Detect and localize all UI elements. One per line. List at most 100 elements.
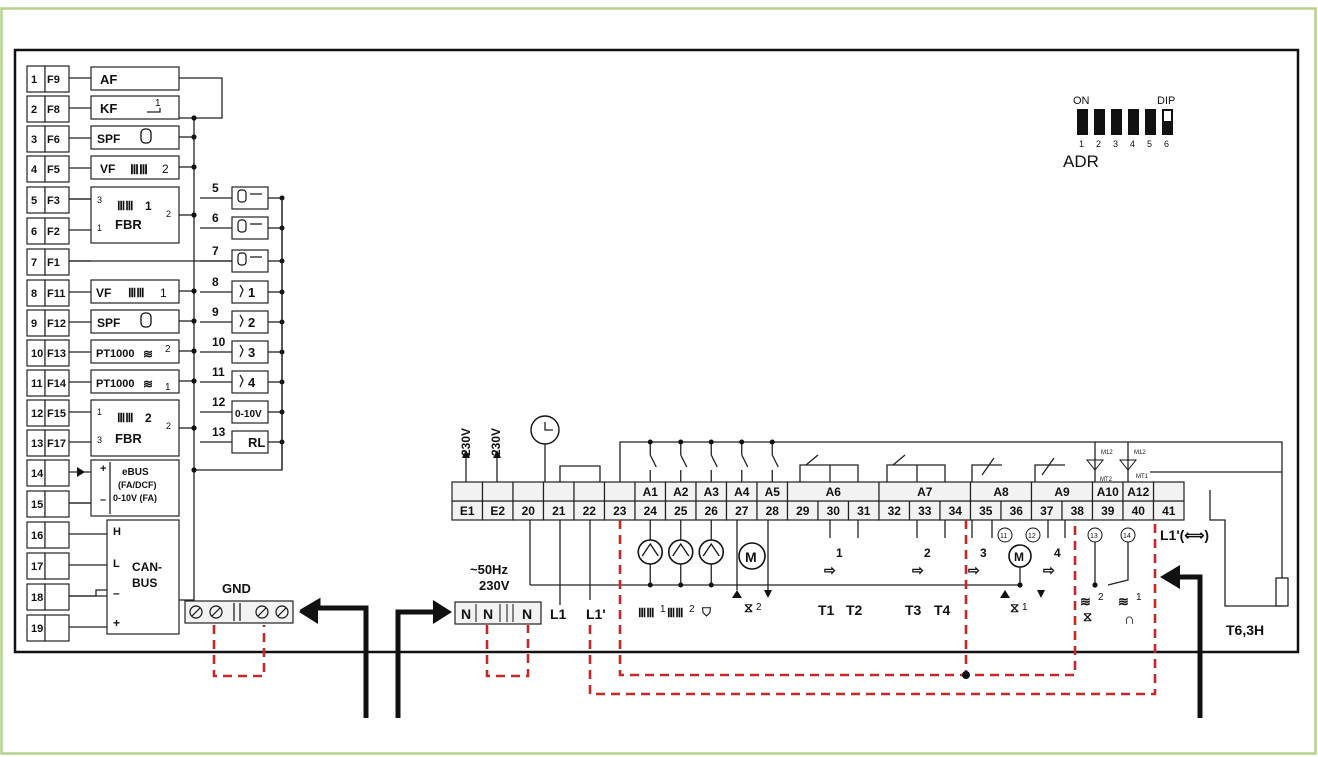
- terminal-14-ref: 14: [1123, 533, 1131, 540]
- sensor-spf: SPF: [97, 132, 120, 146]
- dip-switch-number: 6: [1164, 139, 1169, 149]
- sensor-af: AF: [100, 72, 117, 87]
- tank-icon: [237, 252, 247, 266]
- t3-label: T3: [905, 602, 922, 618]
- mains-supply: 230V 230V ~50Hz 230V N N N L1 L1': [395, 415, 1022, 718]
- fbr-pin-right: 2: [166, 209, 171, 219]
- input-terminal-number: 6: [212, 211, 219, 225]
- relay-output-icon: ⇨: [824, 562, 836, 578]
- terminal-36: 36: [1010, 504, 1024, 518]
- l1-prime-label: L1': [586, 606, 606, 622]
- mixer-valve-icon: ⧖: [1010, 600, 1019, 615]
- arrow-down-icon: [1037, 590, 1045, 598]
- output-relays: M12 M12 MT2 MT1 T6,3H L1'(⟺): [619, 439, 1289, 638]
- left-terminal-function: F1: [47, 257, 60, 269]
- left-terminal-function: F15: [47, 408, 66, 420]
- terminal-13-ref: 13: [1090, 533, 1098, 540]
- arrow-icon: [1160, 565, 1180, 589]
- terminal-40: 40: [1132, 504, 1146, 518]
- output-group-label: A7: [917, 485, 933, 499]
- adr-label: ADR: [1063, 152, 1099, 171]
- left-terminal-number: 11: [31, 378, 43, 390]
- mixer-number: 2: [756, 602, 762, 613]
- terminal-24: 24: [644, 504, 658, 518]
- tank-icon: [237, 189, 247, 203]
- terminal-26: 26: [705, 504, 719, 518]
- dip-label: DIP: [1157, 95, 1175, 107]
- arrow-up-icon: [732, 590, 742, 598]
- terminal-34: 34: [949, 504, 963, 518]
- fbr2-pin-bottom: 3: [97, 435, 102, 445]
- tap-icon: ⛉: [701, 605, 712, 619]
- input-terminal-label: 0-10V: [235, 409, 262, 420]
- terminal-20: 20: [522, 504, 536, 518]
- left-terminal-number: 15: [31, 499, 43, 511]
- left-terminal-function: F11: [47, 288, 65, 300]
- mains-voltage: 230V: [479, 578, 510, 593]
- mixer-motor-icon: [738, 542, 766, 570]
- heating-circuit-2: 2: [689, 604, 695, 615]
- terminal-38: 38: [1071, 504, 1085, 518]
- tank-icon: [140, 128, 152, 144]
- tank-icon: [237, 219, 247, 233]
- arrow-down-icon: [764, 590, 772, 598]
- left-terminal-function: F6: [47, 134, 60, 146]
- input-terminal-label: 2: [248, 315, 255, 330]
- radiator-icon: ⅢⅢ: [130, 162, 148, 177]
- sensor-spf2: SPF: [97, 316, 120, 330]
- l1-prime-direction: L1'(⟺): [1160, 527, 1209, 543]
- canbus-l: L: [113, 558, 120, 570]
- left-terminal-function: F9: [47, 74, 60, 86]
- relay-output-icon: ⇨: [912, 562, 924, 578]
- left-terminal-number: 5: [31, 195, 37, 207]
- terminal-39: 39: [1101, 504, 1115, 518]
- neutral-terminal-1: N: [461, 606, 471, 622]
- radiator-icon: ⅢⅢ: [117, 199, 134, 213]
- output-group-label: A9: [1054, 485, 1070, 499]
- sensor-pt1000-a: PT1000: [96, 348, 135, 360]
- terminal-41: 41: [1162, 504, 1176, 518]
- fbr2-pin-right: 2: [166, 421, 171, 431]
- input-terminal-label: 1: [248, 285, 255, 300]
- fuse-icon: [1275, 577, 1289, 607]
- solar-collector-icon: ≋: [143, 347, 153, 361]
- left-terminal-number: 1: [31, 74, 37, 86]
- output-group-label: A4: [734, 485, 750, 499]
- output-group-label: A6: [826, 485, 842, 499]
- sensor-vf2: VF: [96, 286, 111, 300]
- mains-frequency: ~50Hz: [470, 562, 508, 577]
- solar-collector-icon: ≋: [1080, 594, 1091, 609]
- solar-collector-icon: ≋: [1118, 594, 1129, 609]
- terminal-12-ref: 12: [1028, 533, 1036, 540]
- neutral-terminal-2: N: [483, 606, 493, 622]
- fbr2-circuit-number: 2: [145, 411, 152, 425]
- left-terminal-number: 12: [31, 408, 43, 420]
- motor-letter: M: [745, 549, 757, 565]
- canbus-label-2: BUS: [132, 576, 157, 590]
- fbr-circuit-number: 1: [145, 199, 152, 213]
- relay-1-label: 1: [836, 546, 843, 560]
- fbr-pin-bottom: 1: [97, 223, 102, 233]
- mixer-valve-icon: ⧖: [1083, 609, 1092, 624]
- solar-2-label: 2: [1098, 592, 1104, 603]
- terminal-21: 21: [552, 504, 566, 518]
- e2-voltage: 230V: [489, 428, 503, 456]
- heating-circuit-1: 1: [660, 604, 666, 615]
- sensor-pt1000-a-number: 2: [165, 344, 171, 355]
- sensor-pt1000-b-number: 1: [165, 382, 171, 393]
- terminal-33: 33: [918, 504, 932, 518]
- triac-a-label: M12: [1101, 450, 1113, 456]
- solar-collector-icon: ≋: [143, 377, 153, 391]
- left-terminal-function: F13: [47, 348, 66, 360]
- left-terminal-number: 4: [31, 164, 38, 176]
- terminal-22: 22: [583, 504, 597, 518]
- sensor-vf-number: 2: [162, 162, 169, 176]
- left-terminal-number: 10: [31, 348, 43, 360]
- ebus-plus: +: [100, 463, 106, 475]
- terminal-32: 32: [888, 504, 902, 518]
- input-terminal-number: 11: [212, 365, 225, 379]
- dip-switch-number: 5: [1147, 139, 1152, 149]
- left-terminal-function: F17: [47, 438, 66, 450]
